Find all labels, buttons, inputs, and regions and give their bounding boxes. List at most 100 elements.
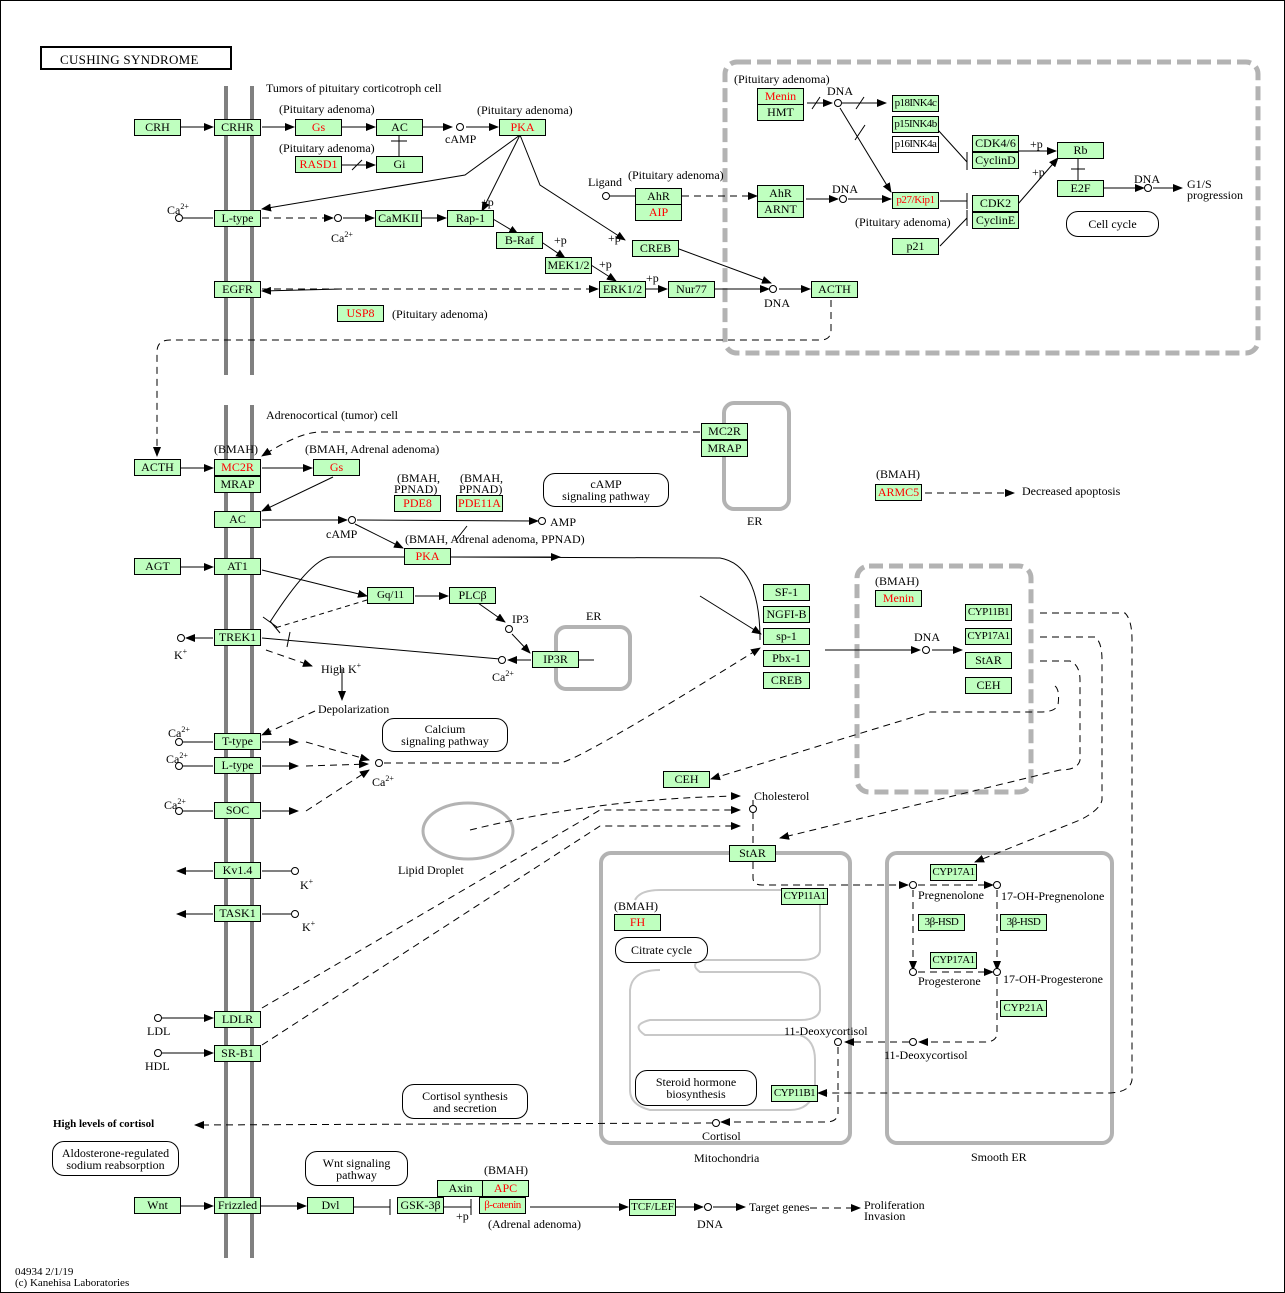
gene-p16[interactable]: p16INK4a: [892, 136, 939, 153]
gene-dvl[interactable]: Dvl: [307, 1197, 354, 1214]
map-cell-cycle[interactable]: Cell cycle: [1066, 211, 1159, 237]
compound-oh-progesterone[interactable]: [993, 968, 1001, 976]
gene-pka-adrenal[interactable]: PKA: [404, 548, 451, 565]
gene-t-type[interactable]: T-type: [214, 733, 261, 750]
gene-3bhsd-a[interactable]: 3β-HSD: [918, 914, 965, 931]
gene-l-type[interactable]: L-type: [214, 210, 261, 227]
compound-ca[interactable]: [375, 759, 383, 767]
gene-acth-adrenal[interactable]: ACTH: [134, 459, 181, 476]
gene-trek1[interactable]: TREK1: [214, 629, 261, 646]
gene-frizzled[interactable]: Frizzled: [214, 1197, 261, 1214]
gene-ngfib[interactable]: NGFI-B: [763, 606, 810, 623]
gene-cdk46[interactable]: CDK4/6: [972, 135, 1019, 152]
gene-axin[interactable]: Axin: [437, 1180, 484, 1197]
compound-hdl[interactable]: [154, 1049, 162, 1057]
gene-creb[interactable]: CREB: [632, 240, 679, 257]
compound-cholesterol[interactable]: [749, 805, 757, 813]
gene-cyp17a1-b[interactable]: CYP17A1: [930, 952, 977, 969]
compound-camp[interactable]: [456, 123, 464, 131]
gene-cyp11b1[interactable]: CYP11B1: [771, 1085, 818, 1102]
gene-crhr[interactable]: CRHR: [214, 119, 261, 136]
gene-cyp21a[interactable]: CYP21A: [1000, 1000, 1047, 1017]
gene-cyp11b1-nucleus[interactable]: CYP11B1: [965, 604, 1012, 621]
gene-mrap[interactable]: MRAP: [214, 476, 261, 493]
compound-oh-pregnenolone[interactable]: [993, 881, 1001, 889]
compound-k[interactable]: [177, 634, 185, 642]
gene-pbx1[interactable]: Pbx-1: [763, 650, 810, 667]
gene-creb-adrenal[interactable]: CREB: [763, 672, 810, 689]
gene-agt[interactable]: AGT: [134, 558, 181, 575]
compound-cortisol[interactable]: [712, 1119, 720, 1127]
gene-ceh[interactable]: CEH: [663, 771, 710, 788]
gene-crh[interactable]: CRH: [134, 119, 181, 136]
gene-task1[interactable]: TASK1: [214, 905, 261, 922]
gene-erk[interactable]: ERK1/2: [599, 281, 646, 298]
gene-gs-adrenal[interactable]: Gs: [313, 459, 360, 476]
gene-plcb[interactable]: PLCβ: [449, 587, 496, 604]
gene-ldlr[interactable]: LDLR: [214, 1011, 261, 1028]
gene-3bhsd-b[interactable]: 3β-HSD: [1000, 914, 1047, 931]
gene-p18[interactable]: p18INK4c: [892, 95, 939, 112]
gene-tcf-lef[interactable]: TCF/LEF: [629, 1199, 676, 1216]
gene-wnt[interactable]: Wnt: [134, 1197, 181, 1214]
gene-braf[interactable]: B-Raf: [496, 232, 543, 249]
gene-ahr[interactable]: AhR: [635, 188, 682, 205]
gene-egfr[interactable]: EGFR: [214, 281, 261, 298]
gene-usp8[interactable]: USP8: [337, 305, 384, 322]
gene-p27[interactable]: p27/Kip1: [892, 192, 939, 209]
gene-gs[interactable]: Gs: [295, 119, 342, 136]
gene-cyp17a1-nucleus[interactable]: CYP17A1: [965, 628, 1012, 645]
compound-ip3[interactable]: [505, 625, 513, 633]
gene-star[interactable]: StAR: [729, 845, 776, 862]
compound-ca[interactable]: [175, 807, 183, 815]
gene-nur77[interactable]: Nur77: [668, 281, 715, 298]
compound-pregnenolone[interactable]: [909, 881, 917, 889]
gene-mc2r[interactable]: MC2R: [214, 459, 261, 476]
gene-gi[interactable]: Gi: [376, 156, 423, 173]
compound-deoxycortisol[interactable]: [909, 1038, 917, 1046]
compound-camp[interactable]: [348, 516, 356, 524]
gene-beta-catenin[interactable]: β-catenin: [479, 1197, 526, 1214]
compound-ldl[interactable]: [154, 1014, 162, 1022]
gene-cdk2[interactable]: CDK2: [972, 195, 1019, 212]
gene-aip[interactable]: AIP: [635, 204, 682, 221]
gene-mek[interactable]: MEK1/2: [545, 257, 592, 274]
gene-soc[interactable]: SOC: [214, 802, 261, 819]
gene-pde11a[interactable]: PDE11A: [456, 495, 503, 512]
compound-k[interactable]: [291, 867, 299, 875]
compound-ca[interactable]: [175, 214, 183, 222]
gene-fh[interactable]: FH: [614, 914, 661, 931]
compound-ca[interactable]: [175, 762, 183, 770]
compound-dna[interactable]: [834, 99, 842, 107]
gene-armc5[interactable]: ARMC5: [875, 484, 922, 501]
gene-srb1[interactable]: SR-B1: [214, 1045, 261, 1062]
compound-dna[interactable]: [839, 195, 847, 203]
gene-gsk3b[interactable]: GSK-3β: [397, 1197, 444, 1214]
compound-ca[interactable]: [175, 738, 183, 746]
compound-ca[interactable]: [334, 214, 342, 222]
compound-dna[interactable]: [704, 1203, 712, 1211]
gene-star-nucleus[interactable]: StAR: [965, 652, 1012, 669]
compound-dna[interactable]: [769, 285, 777, 293]
gene-hmt[interactable]: HMT: [757, 104, 804, 121]
gene-l-type-adrenal[interactable]: L-type: [214, 757, 261, 774]
map-citrate-cycle[interactable]: Citrate cycle: [615, 937, 708, 963]
gene-mrap-er[interactable]: MRAP: [701, 440, 748, 457]
gene-rasd1[interactable]: RASD1: [295, 156, 342, 173]
gene-menin-adrenal[interactable]: Menin: [875, 590, 922, 607]
gene-pka[interactable]: PKA: [499, 119, 546, 136]
gene-menin[interactable]: Menin: [757, 88, 804, 105]
gene-rap1[interactable]: Rap-1: [447, 210, 494, 227]
gene-cyp17a1-a[interactable]: CYP17A1: [930, 864, 977, 881]
gene-ahr-nuclear[interactable]: AhR: [757, 185, 804, 202]
compound-amp[interactable]: [538, 517, 546, 525]
compound-progesterone[interactable]: [909, 968, 917, 976]
compound-ca[interactable]: [498, 656, 506, 664]
gene-gq11[interactable]: Gq/11: [367, 587, 414, 604]
compound-deoxycortisol[interactable]: [834, 1038, 842, 1046]
